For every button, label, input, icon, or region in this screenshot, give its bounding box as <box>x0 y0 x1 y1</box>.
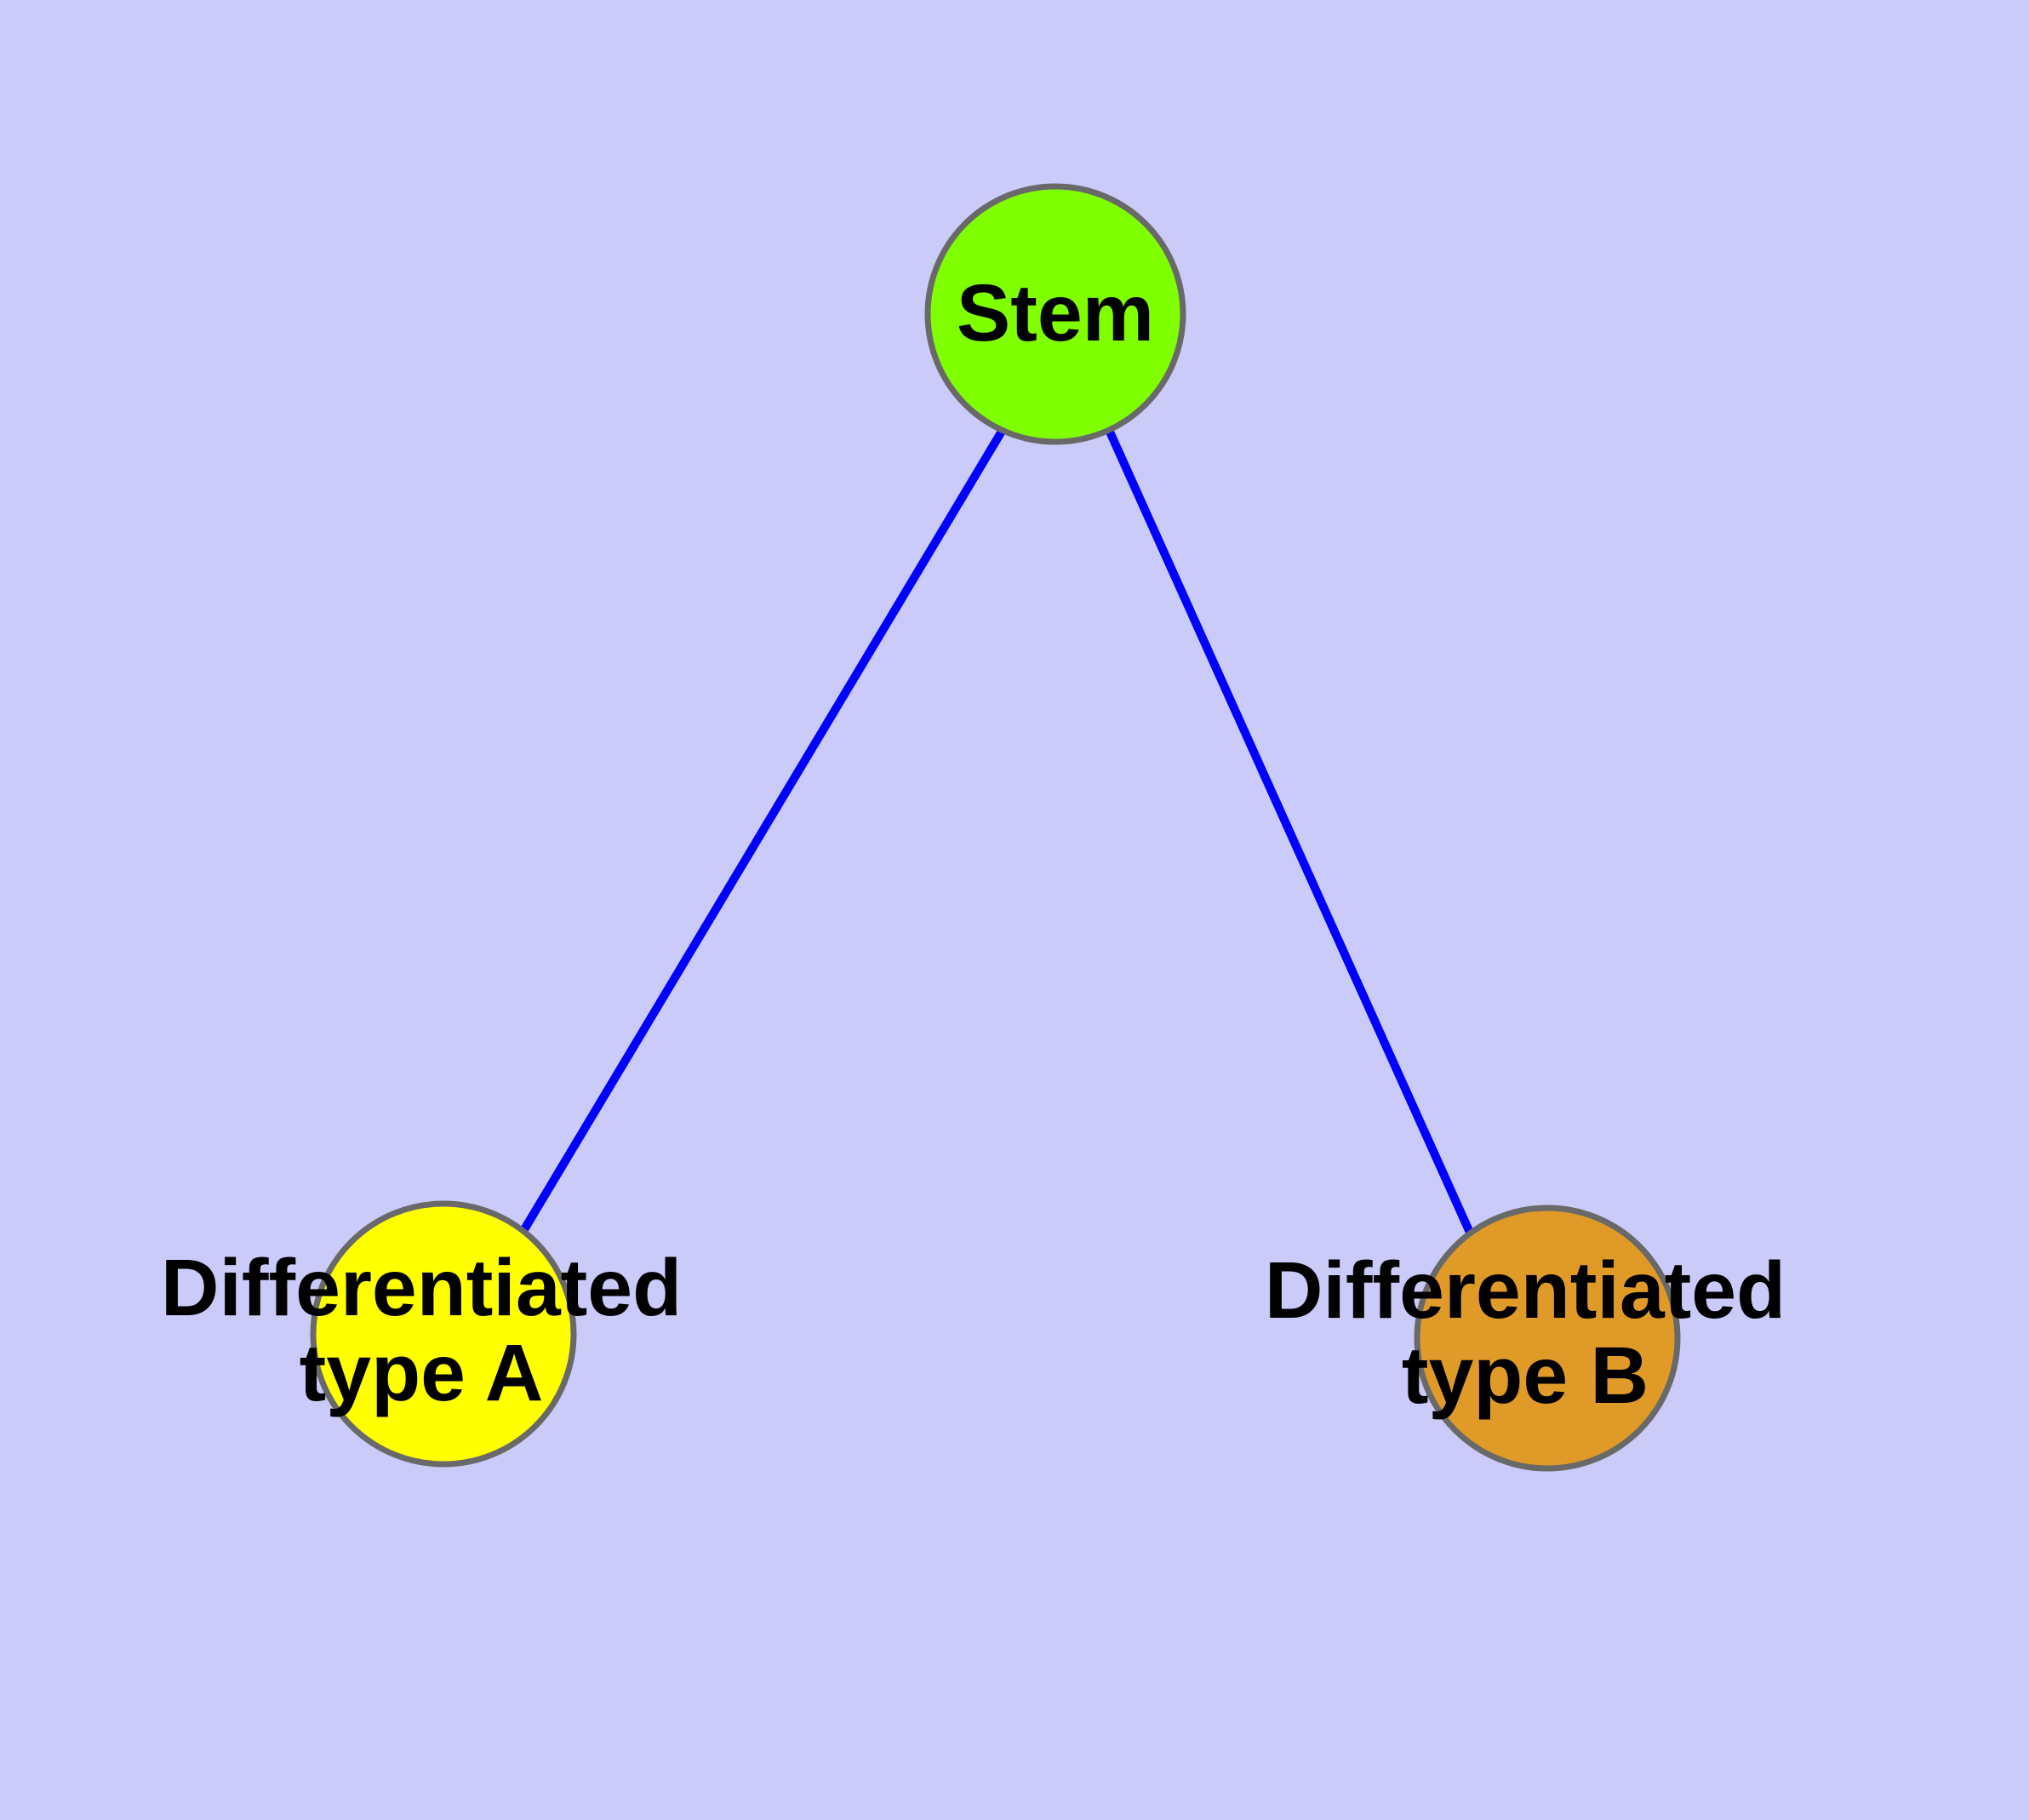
node-differentiated-type-b-circle[interactable] <box>1414 1205 1681 1472</box>
node-differentiated-type-b-label-line-0: Differentiated <box>1265 1245 1786 1336</box>
node-differentiated-type-a-circle[interactable] <box>310 1200 577 1468</box>
node-stem-circle[interactable] <box>924 183 1186 445</box>
node-differentiated-type-a-label-line-0: Differentiated <box>161 1243 682 1333</box>
node-differentiated-type-b-label-line-1: type B <box>1402 1331 1649 1421</box>
node-differentiated-type-a-label-line-1: type A <box>300 1328 544 1418</box>
node-stem[interactable] <box>924 183 1186 445</box>
node-stem-label-line-0: Stem <box>957 268 1154 358</box>
node-differentiated-type-a[interactable] <box>310 1200 577 1468</box>
edge-stem-to-differentiated-type-b[interactable] <box>1105 427 1475 1237</box>
edge-layer <box>519 427 1475 1237</box>
edge-stem-to-differentiated-type-a[interactable] <box>519 427 1007 1233</box>
node-stem-label: Stem <box>957 268 1154 358</box>
node-differentiated-type-b[interactable] <box>1414 1205 1681 1472</box>
node-layer <box>310 183 1681 1472</box>
